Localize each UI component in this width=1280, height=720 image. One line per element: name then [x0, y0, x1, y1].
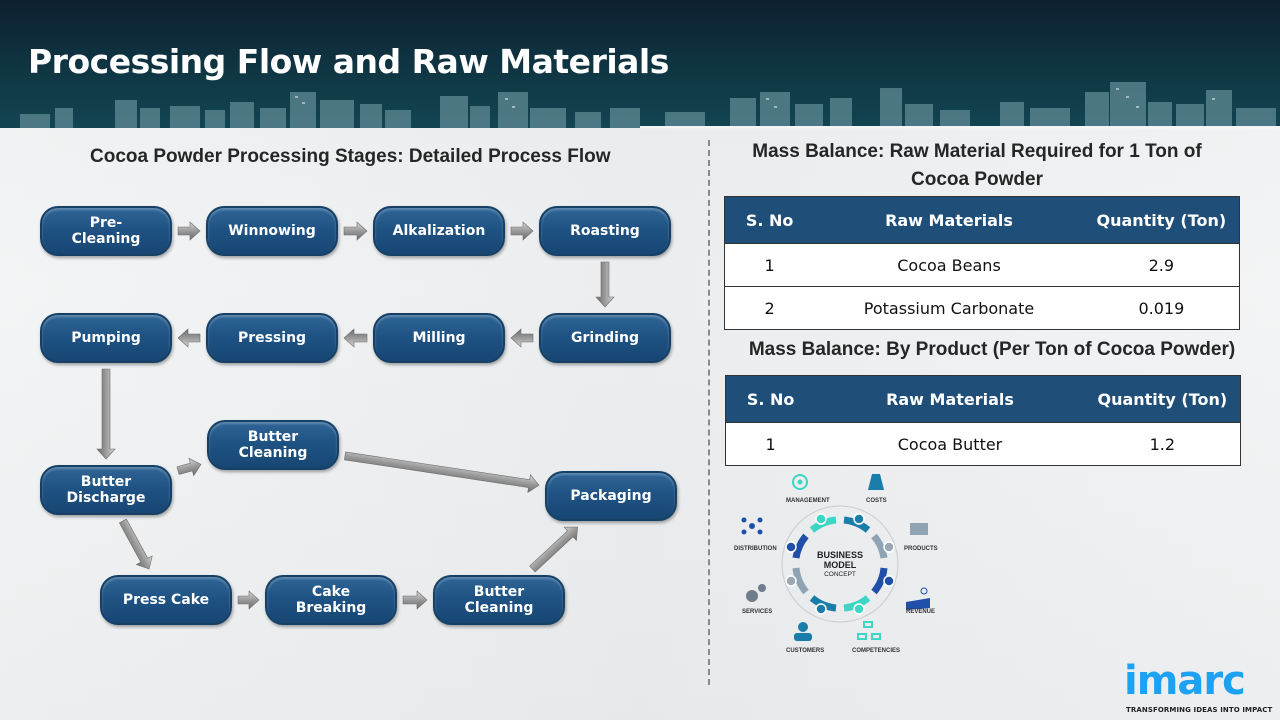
page-title: Processing Flow and Raw Materials — [28, 42, 669, 81]
cell-quantity: 1.2 — [1084, 422, 1241, 466]
column-header: Raw Materials — [814, 196, 1084, 244]
label-costs: COSTS — [866, 498, 887, 504]
cell-material: Cocoa Butter — [815, 422, 1085, 466]
cell-sno: 1 — [725, 422, 816, 466]
business-model-ring — [741, 474, 930, 641]
step-press-cake: Press Cake — [100, 575, 232, 625]
raw-material-table-title: Mass Balance: Raw Material Required for … — [752, 141, 1202, 190]
column-header: S. No — [724, 196, 815, 244]
step-winnowing: Winnowing — [206, 206, 338, 256]
table-row: 1 Cocoa Beans 2.9 — [724, 243, 1240, 287]
step-pressing: Pressing — [206, 313, 338, 363]
step-milling: Milling — [373, 313, 505, 363]
center-line-2: MODEL — [823, 560, 857, 570]
label-revenue: REVENUE — [906, 609, 936, 615]
competencies-icon — [857, 621, 881, 640]
label-competencies: COMPETENCIES — [852, 648, 901, 654]
products-icon — [910, 523, 928, 535]
cell-material: Cocoa Beans — [814, 243, 1084, 287]
step-pre-cleaning: Pre- Cleaning — [40, 206, 172, 256]
step-butter-discharge: Butter Discharge — [40, 465, 172, 515]
step-butter-cleaning-top: Butter Cleaning — [207, 420, 339, 470]
table-row: 1 Cocoa Butter 1.2 — [725, 422, 1241, 466]
management-icon — [792, 474, 808, 490]
cell-material: Potassium Carbonate — [814, 286, 1084, 330]
step-butter-cleaning-bottom: Butter Cleaning — [433, 575, 565, 625]
process-flow-title: Cocoa Powder Processing Stages: Detailed… — [90, 146, 611, 167]
label-management: MANAGEMENT — [786, 498, 830, 504]
header-banner: Processing Flow and Raw Materials — [0, 0, 1280, 128]
label-distribution: DISTRIBUTION — [734, 546, 777, 552]
table-row: 2 Potassium Carbonate 0.019 — [724, 286, 1240, 330]
costs-icon — [868, 474, 884, 490]
step-alkalization: Alkalization — [373, 206, 505, 256]
step-grinding: Grinding — [539, 313, 671, 363]
step-packaging: Packaging — [545, 471, 677, 521]
step-pumping: Pumping — [40, 313, 172, 363]
logo-wordmark: imarc — [1124, 658, 1246, 704]
cell-quantity: 0.019 — [1083, 286, 1240, 330]
cell-sno: 2 — [724, 286, 815, 330]
center-line-3: CONCEPT — [824, 571, 856, 578]
business-model-graphic: MANAGEMENT COSTS DISTRIBUTION PRODUCTS S… — [730, 468, 950, 660]
step-cake-breaking: Cake Breaking — [265, 575, 397, 625]
distribution-icon — [741, 517, 763, 535]
column-header: Raw Materials — [815, 375, 1085, 423]
byproduct-table: S. No Raw Materials Quantity (Ton) 1 Coc… — [725, 375, 1241, 466]
raw-material-table: S. No Raw Materials Quantity (Ton) 1 Coc… — [724, 196, 1240, 330]
imarc-logo: imarc TRANSFORMING IDEAS INTO IMPACT — [1124, 652, 1274, 716]
table-header-row: S. No Raw Materials Quantity (Ton) — [724, 196, 1240, 244]
label-products: PRODUCTS — [904, 546, 938, 552]
revenue-icon — [906, 587, 930, 610]
label-services: SERVICES — [742, 609, 773, 615]
center-line-1: BUSINESS — [816, 550, 863, 560]
cell-quantity: 2.9 — [1083, 243, 1240, 287]
customers-icon — [794, 622, 812, 641]
byproduct-table-title: Mass Balance: By Product (Per Ton of Coc… — [748, 339, 1236, 360]
table-header-row: S. No Raw Materials Quantity (Ton) — [725, 375, 1241, 423]
business-model-center: BUSINESS MODEL CONCEPT — [806, 550, 874, 579]
label-customers: CUSTOMERS — [786, 648, 825, 654]
city-skyline-graphic — [20, 82, 1276, 128]
step-roasting: Roasting — [539, 206, 671, 256]
section-divider — [708, 140, 710, 685]
services-icon — [746, 584, 766, 602]
column-header: Quantity (Ton) — [1084, 375, 1241, 423]
cell-sno: 1 — [724, 243, 815, 287]
column-header: Quantity (Ton) — [1083, 196, 1240, 244]
header-notch — [640, 126, 1280, 130]
column-header: S. No — [725, 375, 816, 423]
logo-tagline: TRANSFORMING IDEAS INTO IMPACT — [1126, 706, 1273, 714]
